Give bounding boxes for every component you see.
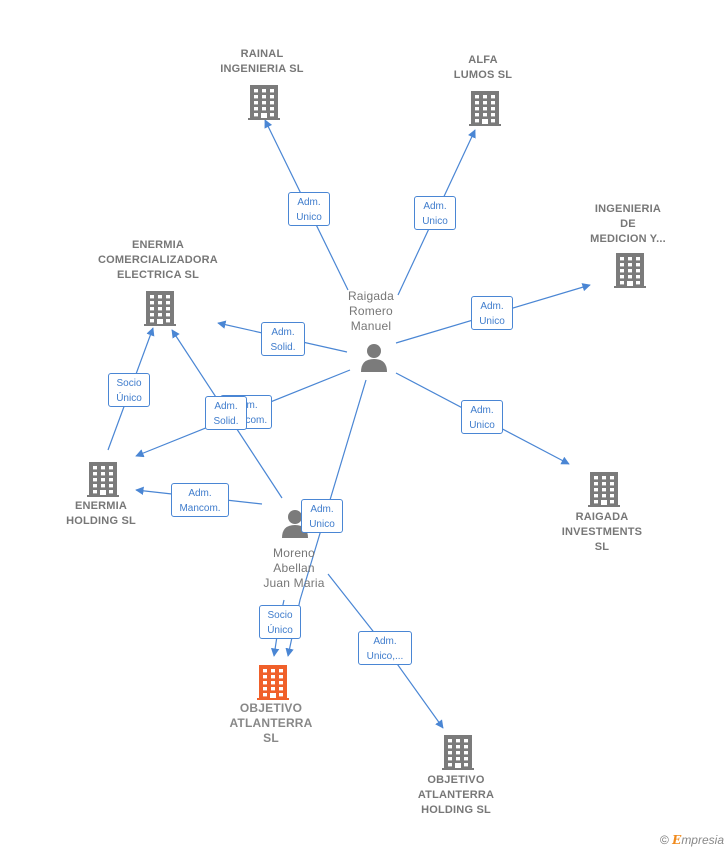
node-label-ingenieria[interactable]: INGENIERIA DE MEDICION Y... (590, 202, 666, 245)
edge-label-e11[interactable]: Socio Único (259, 605, 301, 639)
edge-label-e1[interactable]: Adm. Unico (288, 192, 330, 226)
node-label-enermia_hold[interactable]: ENERMIA HOLDING SL (66, 500, 136, 527)
building-icon-enermia_hold[interactable] (87, 462, 119, 497)
node-label-objetivo_hold[interactable]: OBJETIVO ATLANTERRA HOLDING SL (417, 773, 495, 816)
node-label-objetivo[interactable]: OBJETIVO ATLANTERRA SL (229, 700, 313, 745)
brand-footer: © Empresia (660, 833, 724, 847)
building-icon-alfa[interactable] (469, 91, 501, 126)
building-icon-objetivo[interactable] (257, 665, 289, 700)
building-icon-rainal[interactable] (248, 85, 280, 120)
edge-label-e12[interactable]: Adm. Unico,... (358, 631, 412, 665)
edge-label-e8[interactable]: Socio Único (108, 373, 150, 407)
copyright-symbol: © (659, 833, 669, 847)
node-label-enermia_com[interactable]: ENERMIA COMERCIALIZADORA ELECTRICA SL (98, 238, 218, 281)
building-icon-ingenieria[interactable] (614, 253, 646, 288)
edge-label-e7[interactable]: Adm. Solid. (205, 396, 247, 430)
node-label-raigada_inv[interactable]: RAIGADA INVESTMENTS SL (561, 510, 643, 553)
brand-logo-text: mpresia (681, 833, 724, 847)
edge-label-e5[interactable]: Adm. Unico (461, 400, 503, 434)
edge-label-e2[interactable]: Adm. Unico (414, 196, 456, 230)
building-icon-objetivo_hold[interactable] (442, 735, 474, 770)
building-icon-enermia_com[interactable] (144, 291, 176, 326)
brand-logo-initial: E (672, 833, 682, 847)
node-label-raigada_person[interactable]: Raigada Romero Manuel (347, 288, 395, 333)
building-icon-raigada_inv[interactable] (588, 472, 620, 507)
node-label-moreno_person[interactable]: Moreno Abellan Juan Maria (263, 545, 325, 590)
node-label-rainal[interactable]: RAINAL INGENIERIA SL (220, 48, 304, 75)
edge-label-e3[interactable]: Adm. Unico (471, 296, 513, 330)
node-label-alfa[interactable]: ALFA LUMOS SL (453, 54, 513, 81)
person-icon-raigada_person[interactable] (361, 344, 387, 372)
edge-label-e9[interactable]: Adm. Mancom. (171, 483, 229, 517)
edge-label-e10[interactable]: Adm. Unico (301, 499, 343, 533)
edge-label-e4[interactable]: Adm. Solid. (261, 322, 305, 356)
